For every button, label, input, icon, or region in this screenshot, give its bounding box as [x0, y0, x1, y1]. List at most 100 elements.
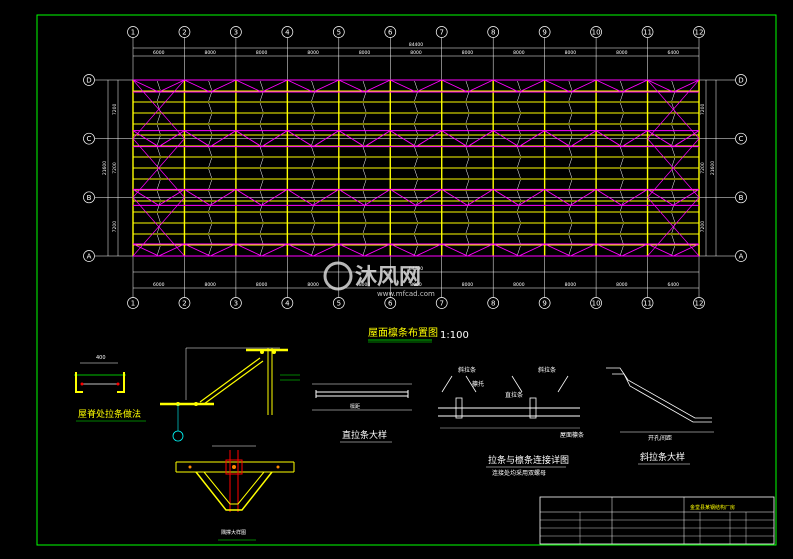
sag-rod	[620, 212, 624, 223]
grid-bubble	[281, 297, 294, 309]
grid-bubble	[487, 297, 500, 309]
sag-rod	[311, 168, 315, 179]
brace-zigzag	[235, 243, 288, 257]
watermark-logo-icon	[323, 261, 353, 291]
sag-rod	[311, 157, 315, 168]
sag-rod	[568, 135, 573, 146]
straight-tie-title: 直拉条大样	[342, 429, 387, 441]
brace-zigzag	[441, 243, 494, 257]
sag-rod	[414, 102, 418, 113]
grid-bubble	[127, 297, 139, 309]
sag-rod	[414, 91, 418, 102]
sag-rod	[671, 168, 676, 179]
sag-rod	[671, 179, 676, 190]
brace-x	[132, 79, 185, 139]
brace-zigzag	[595, 188, 648, 206]
grid-bubble	[178, 297, 191, 309]
sag-rod	[465, 157, 470, 168]
sag-rod	[620, 113, 624, 124]
sag-rod	[517, 212, 521, 223]
dim-bay-label: 8000	[565, 50, 577, 56]
grid-bubble-label: 11	[643, 29, 652, 37]
sag-rod	[568, 80, 573, 91]
sag-rod	[414, 124, 418, 135]
sag-rod	[465, 91, 470, 102]
sag-rod	[620, 179, 624, 190]
sag-rod	[311, 201, 315, 212]
sag-rod	[414, 212, 418, 223]
brace-zigzag	[595, 130, 648, 148]
grid-bubble-label: 2	[182, 29, 186, 37]
sag-rod	[671, 201, 676, 212]
sag-rod	[465, 102, 470, 113]
conn-label-1: 斜拉条	[458, 366, 476, 374]
dim-row-label: 7200	[112, 221, 118, 233]
dim-row-label: 7200	[112, 103, 118, 115]
grid-bubble-label: 4	[285, 300, 290, 308]
brace-zigzag	[441, 79, 494, 93]
grid-bubble-label: 7	[439, 300, 443, 308]
sag-rod	[156, 179, 161, 190]
brace-zigzag	[544, 130, 597, 148]
brace-zigzag	[235, 188, 288, 206]
grid-bubble	[641, 297, 654, 309]
sag-rod	[156, 135, 161, 146]
sag-rod	[208, 102, 212, 113]
sag-rod	[208, 113, 212, 124]
sag-rod	[568, 124, 573, 135]
brace-zigzag	[390, 79, 442, 93]
sag-rod	[259, 146, 264, 157]
sag-rod	[156, 91, 161, 102]
brace-zigzag	[647, 243, 700, 257]
sag-rod	[311, 212, 315, 223]
sag-rod	[465, 190, 470, 201]
sag-rod	[311, 135, 315, 146]
grid-bubble	[735, 191, 747, 204]
sag-rod	[671, 135, 676, 146]
dim-bay-label: 8000	[204, 50, 216, 56]
sag-rod	[259, 135, 264, 146]
brace-zigzag	[595, 243, 648, 257]
grid-bubble-label: 8	[491, 29, 495, 37]
sag-rod	[259, 124, 264, 135]
grid-bubble-label: B	[87, 194, 92, 202]
dim-total-label: 21600	[102, 161, 108, 175]
roof-purlin-plan	[95, 30, 735, 298]
grid-bubble-label: 1	[131, 300, 135, 308]
sag-rod	[259, 179, 264, 190]
sag-rod	[414, 201, 418, 212]
brace-zigzag	[390, 130, 442, 148]
sag-rod	[156, 168, 161, 179]
sag-rod	[259, 168, 264, 179]
brace-zigzag	[544, 188, 597, 206]
brace-zigzag	[647, 79, 700, 93]
grid-bubble	[83, 132, 95, 145]
sag-rod	[517, 179, 521, 190]
sag-rod	[517, 168, 521, 179]
brace-zigzag	[390, 188, 442, 206]
grid-bubble-label: 1	[131, 29, 135, 37]
sag-rod	[620, 201, 624, 212]
sag-rod	[311, 113, 315, 124]
dim-bay-label: 8000	[616, 50, 628, 56]
sag-rod	[311, 146, 315, 157]
sag-rod	[208, 124, 212, 135]
sag-rod	[156, 113, 161, 124]
sag-rod	[362, 212, 367, 223]
grid-bubble	[641, 26, 654, 38]
brace-zigzag	[390, 243, 442, 257]
sag-rod	[259, 223, 264, 234]
sag-rod	[671, 157, 676, 168]
sag-rod	[568, 234, 573, 245]
grid-bubble-label: C	[87, 135, 92, 143]
sag-rod	[568, 146, 573, 157]
grid-bubble-label: A	[87, 253, 92, 261]
sag-rod	[671, 80, 676, 91]
brace-zigzag	[132, 130, 185, 148]
grid-bubble-label: 3	[234, 29, 238, 37]
sag-rod	[311, 179, 315, 190]
sag-rod	[620, 190, 624, 201]
grid-bubble	[384, 297, 397, 309]
detail-bottom-node: 隅撑大样图	[175, 445, 295, 541]
grid-bubble	[384, 26, 397, 38]
